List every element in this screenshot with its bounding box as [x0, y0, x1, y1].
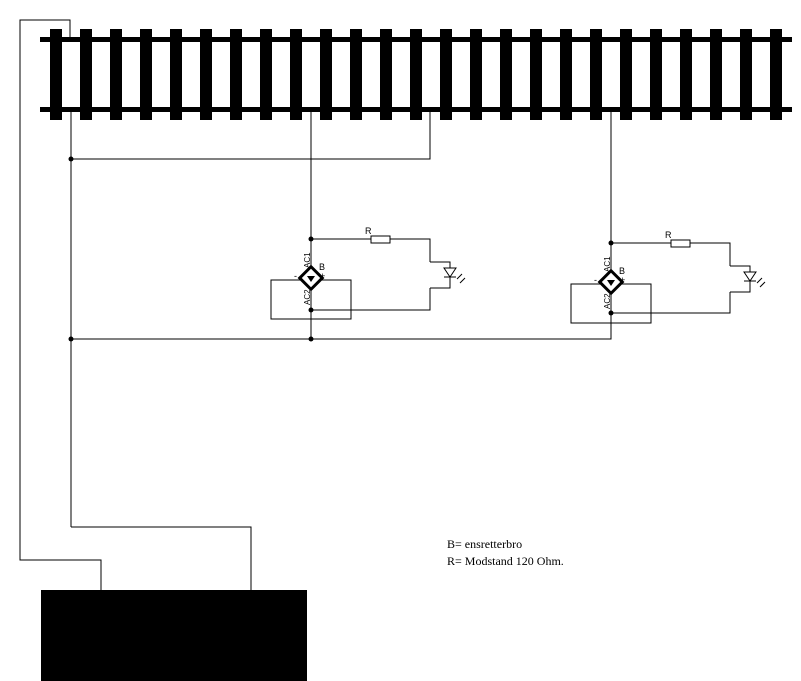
- railway-track: [40, 29, 792, 120]
- track-sleeper: [50, 29, 62, 120]
- main-wiring: [19, 19, 612, 590]
- track-sleeper: [200, 29, 212, 120]
- bridge-rectifier-icon: [297, 264, 325, 292]
- track-sleeper: [500, 29, 512, 120]
- legend-line-resistor: R= Modstand 120 Ohm.: [447, 554, 564, 568]
- led-diode: [443, 267, 457, 278]
- bridge-rectifier-icon: [597, 268, 625, 296]
- track-sleeper: [290, 29, 302, 120]
- resistor-label: R: [665, 230, 672, 240]
- track-sleepers: [50, 29, 782, 120]
- plus-label: +: [620, 275, 625, 285]
- resistor: [670, 239, 691, 248]
- track-sleeper: [440, 29, 452, 120]
- led-light-arrow: [759, 281, 766, 288]
- resistor: [370, 235, 391, 244]
- track-sleeper: [380, 29, 392, 120]
- wire-resistor-to-led: [690, 242, 731, 266]
- ac1-label: AC1: [603, 256, 612, 272]
- rail-bottom: [40, 107, 792, 112]
- track-sleeper: [350, 29, 362, 120]
- track-sleeper: [80, 29, 92, 120]
- track-sleeper: [650, 29, 662, 120]
- wire-led-return: [311, 288, 431, 311]
- ac1-label: AC1: [303, 252, 312, 268]
- wire-bus-to-supply: [71, 526, 252, 590]
- bridge-label: B: [619, 266, 625, 276]
- junction-dot: [68, 156, 74, 162]
- led-diode: [743, 271, 757, 282]
- rail-top: [40, 37, 792, 42]
- track-sleeper: [110, 29, 122, 120]
- led-light-arrow: [756, 277, 763, 284]
- led-wire: [430, 261, 451, 268]
- led-circuit-2: R B + - AC1 AC2: [570, 230, 766, 324]
- track-sleeper: [230, 29, 242, 120]
- track-sleeper: [560, 29, 572, 120]
- minus-label: -: [294, 271, 297, 281]
- wire-top-rail-to-supply: [19, 19, 102, 590]
- wire-resistor-to-led: [390, 238, 431, 262]
- track-sleeper: [620, 29, 632, 120]
- track-sleeper: [680, 29, 692, 120]
- track-sleeper: [140, 29, 152, 120]
- wire-upper-horizontal: [71, 112, 431, 160]
- minus-label: -: [594, 275, 597, 285]
- track-sleeper: [260, 29, 272, 120]
- ac2-label: AC2: [303, 289, 312, 305]
- legend-line-bridge: B= ensretterbro: [447, 537, 522, 551]
- track-sleeper: [740, 29, 752, 120]
- ac2-label: AC2: [603, 293, 612, 309]
- plus-label: +: [320, 271, 325, 281]
- led-light-arrow: [456, 273, 463, 280]
- track-sleeper: [170, 29, 182, 120]
- bridge-label: B: [319, 262, 325, 272]
- led-circuit-1: R B + - AC1 AC2: [270, 226, 466, 339]
- wire-led-return: [611, 292, 731, 314]
- track-sleeper: [320, 29, 332, 120]
- track-sleeper: [410, 29, 422, 120]
- junction-dot: [68, 336, 74, 342]
- led-wire: [730, 265, 751, 272]
- track-sleeper: [470, 29, 482, 120]
- led-wire: [730, 281, 751, 293]
- track-sleeper: [530, 29, 542, 120]
- track-sleeper: [770, 29, 782, 120]
- legend: B= ensretterbro R= Modstand 120 Ohm.: [447, 537, 564, 568]
- junction-dots: [68, 156, 614, 342]
- track-sleeper: [590, 29, 602, 120]
- resistor-label: R: [365, 226, 372, 236]
- wire-common-return: [71, 313, 612, 340]
- track-sleeper: [710, 29, 722, 120]
- power-supply-block: [41, 590, 307, 681]
- led-wire: [430, 277, 451, 289]
- led-light-arrow: [459, 277, 466, 284]
